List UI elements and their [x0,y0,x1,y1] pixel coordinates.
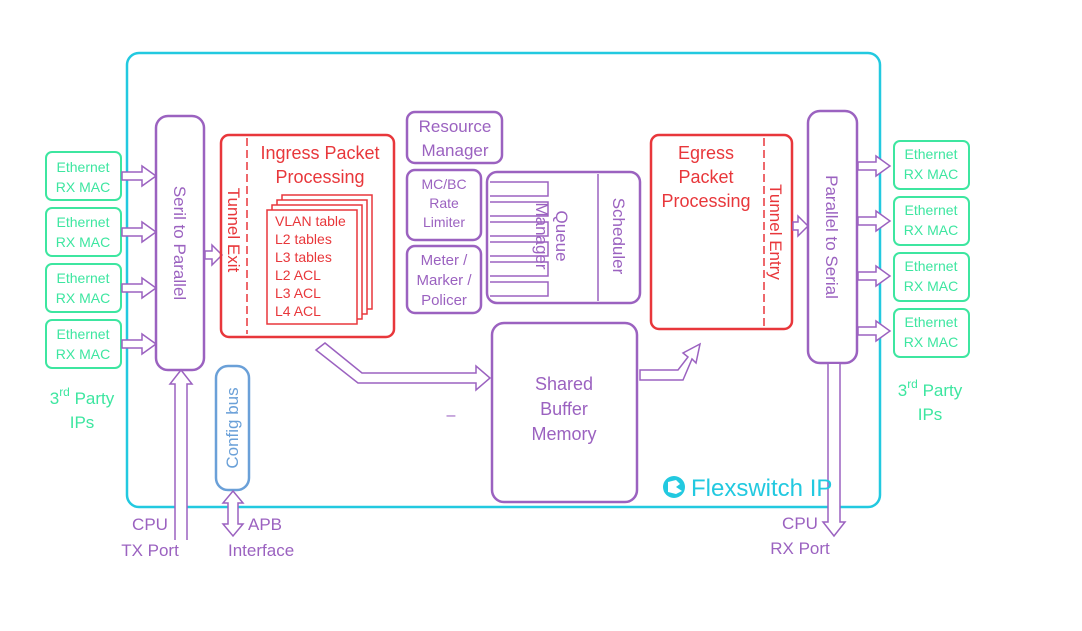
left-mac-1: Ethernet RX MAC [45,151,122,201]
right-mac-1: Ethernet RX MAC [893,140,970,190]
serial-to-parallel-label: Seril to Parallel [170,186,189,300]
rate-limiter-line: Rate [429,195,459,211]
meter-line: Marker / [416,272,472,289]
resource-manager-line1: Resource [419,117,492,136]
right-mac-2: Ethernet RX MAC [893,196,970,246]
ingress-title-line2: Processing [275,167,364,187]
right-mac-arrows [857,154,892,343]
tunnel-exit-label: Tunnel Exit [224,188,243,273]
ingress-processing-block [219,133,396,339]
svg-text:RX MAC: RX MAC [904,334,958,350]
queue-manager-line2: Manager [532,202,551,269]
left-mac-2: Ethernet RX MAC [45,207,122,257]
brand-label: Flexswitch IP [691,475,832,502]
svg-text:RX MAC: RX MAC [56,346,110,362]
shared-buffer-line: Memory [531,424,596,444]
svg-text:RX MAC: RX MAC [56,290,110,306]
shared-buffer-line: Shared [535,374,593,394]
queue-manager-line1: Queue [552,210,571,261]
ingress-tables-card [266,209,358,325]
flexswitch-logo-icon [663,476,685,498]
rate-limiter-line: Limiter [423,214,465,230]
cpu-tx-line2: TX Port [121,541,179,560]
meter-line: Policer [421,292,467,309]
svg-text:Ethernet: Ethernet [57,214,110,230]
parallel-to-serial-label: Parallel to Serial [822,175,841,299]
egress-processing-block [649,133,794,331]
queue-manager-block [485,170,642,305]
arrow-right-icon [857,209,892,233]
meter-line: Meter / [421,252,469,269]
left-mac-arrows [121,164,158,356]
resource-manager-line2: Manager [421,141,488,160]
meter-block [405,244,483,315]
svg-text:Ethernet: Ethernet [905,146,958,162]
queue-slots [490,181,549,297]
config-bus-block [214,364,251,492]
resource-manager-block [405,110,504,165]
arrow-right-icon [121,220,158,244]
table-item: VLAN table [275,213,346,229]
left-mac-4: Ethernet RX MAC [45,319,122,369]
cpu-rx-line1: CPU [782,514,818,533]
left-mac-group: Ethernet RX MAC Ethernet RX MAC Ethernet… [45,151,122,369]
right-mac-4: Ethernet RX MAC [893,308,970,358]
egress-title-line: Packet [678,167,733,187]
svg-text:Ethernet: Ethernet [905,314,958,330]
svg-text:Ethernet: Ethernet [905,202,958,218]
table-item: L3 tables [275,249,332,265]
arrow-right-icon [857,319,892,343]
arrow-right-icon [121,332,158,356]
svg-text:RX MAC: RX MAC [904,166,958,182]
svg-text:RX MAC: RX MAC [904,222,958,238]
table-item: L2 ACL [275,267,321,283]
right-mac-group: Ethernet RX MAC Ethernet RX MAC Ethernet… [893,140,970,358]
egress-title-line: Processing [661,191,750,211]
arrow-right-icon [121,164,158,188]
svg-text:RX MAC: RX MAC [56,179,110,195]
tunnel-entry-label: Tunnel Entry [766,184,785,280]
apb-line1: APB [248,515,282,534]
table-item: L2 tables [275,231,332,247]
parallel-to-serial-block [806,109,859,365]
third-party-left-line2: IPs [70,413,95,432]
arrow-right-icon [121,276,158,300]
third-party-left-label: 3rd Party [50,385,115,408]
svg-text:Ethernet: Ethernet [905,258,958,274]
arrow-right-icon [857,154,892,178]
shared-buffer-line: Buffer [540,399,588,419]
svg-text:Ethernet: Ethernet [57,270,110,286]
scheduler-label: Scheduler [609,198,628,275]
third-party-right-line2: IPs [918,405,943,424]
third-party-right-label: 3rd Party [898,377,963,400]
cpu-tx-arrow-icon [168,368,194,540]
apb-double-arrow-icon [221,489,245,538]
left-mac-3: Ethernet RX MAC [45,263,122,313]
shared-buffer-block [490,321,639,504]
cpu-rx-arrow-icon [821,364,847,538]
ingress-title-line1: Ingress Packet [260,143,379,163]
arrow-right-icon [857,264,892,288]
svg-text:RX MAC: RX MAC [904,278,958,294]
svg-text:Ethernet: Ethernet [57,159,110,175]
dash-mark: – [447,407,456,424]
arrow-right-icon [792,214,810,238]
egress-title-line: Egress [678,143,734,163]
table-item: L3 ACL [275,285,321,301]
svg-text:Ethernet: Ethernet [57,326,110,342]
buffer-to-egress-arrow-icon [639,342,702,381]
rate-limiter-block [405,168,483,242]
config-bus-label: Config bus [223,387,242,468]
right-mac-3: Ethernet RX MAC [893,252,970,302]
serial-to-parallel-block [154,114,206,372]
cpu-rx-line2: RX Port [770,539,830,558]
table-item: L4 ACL [275,303,321,319]
rate-limiter-line: MC/BC [421,176,466,192]
ingress-to-buffer-arrow-icon [314,342,492,392]
svg-text:RX MAC: RX MAC [56,234,110,250]
cpu-tx-line1: CPU [132,515,168,534]
apb-line2: Interface [228,541,294,560]
arrow-right-icon [204,243,224,267]
